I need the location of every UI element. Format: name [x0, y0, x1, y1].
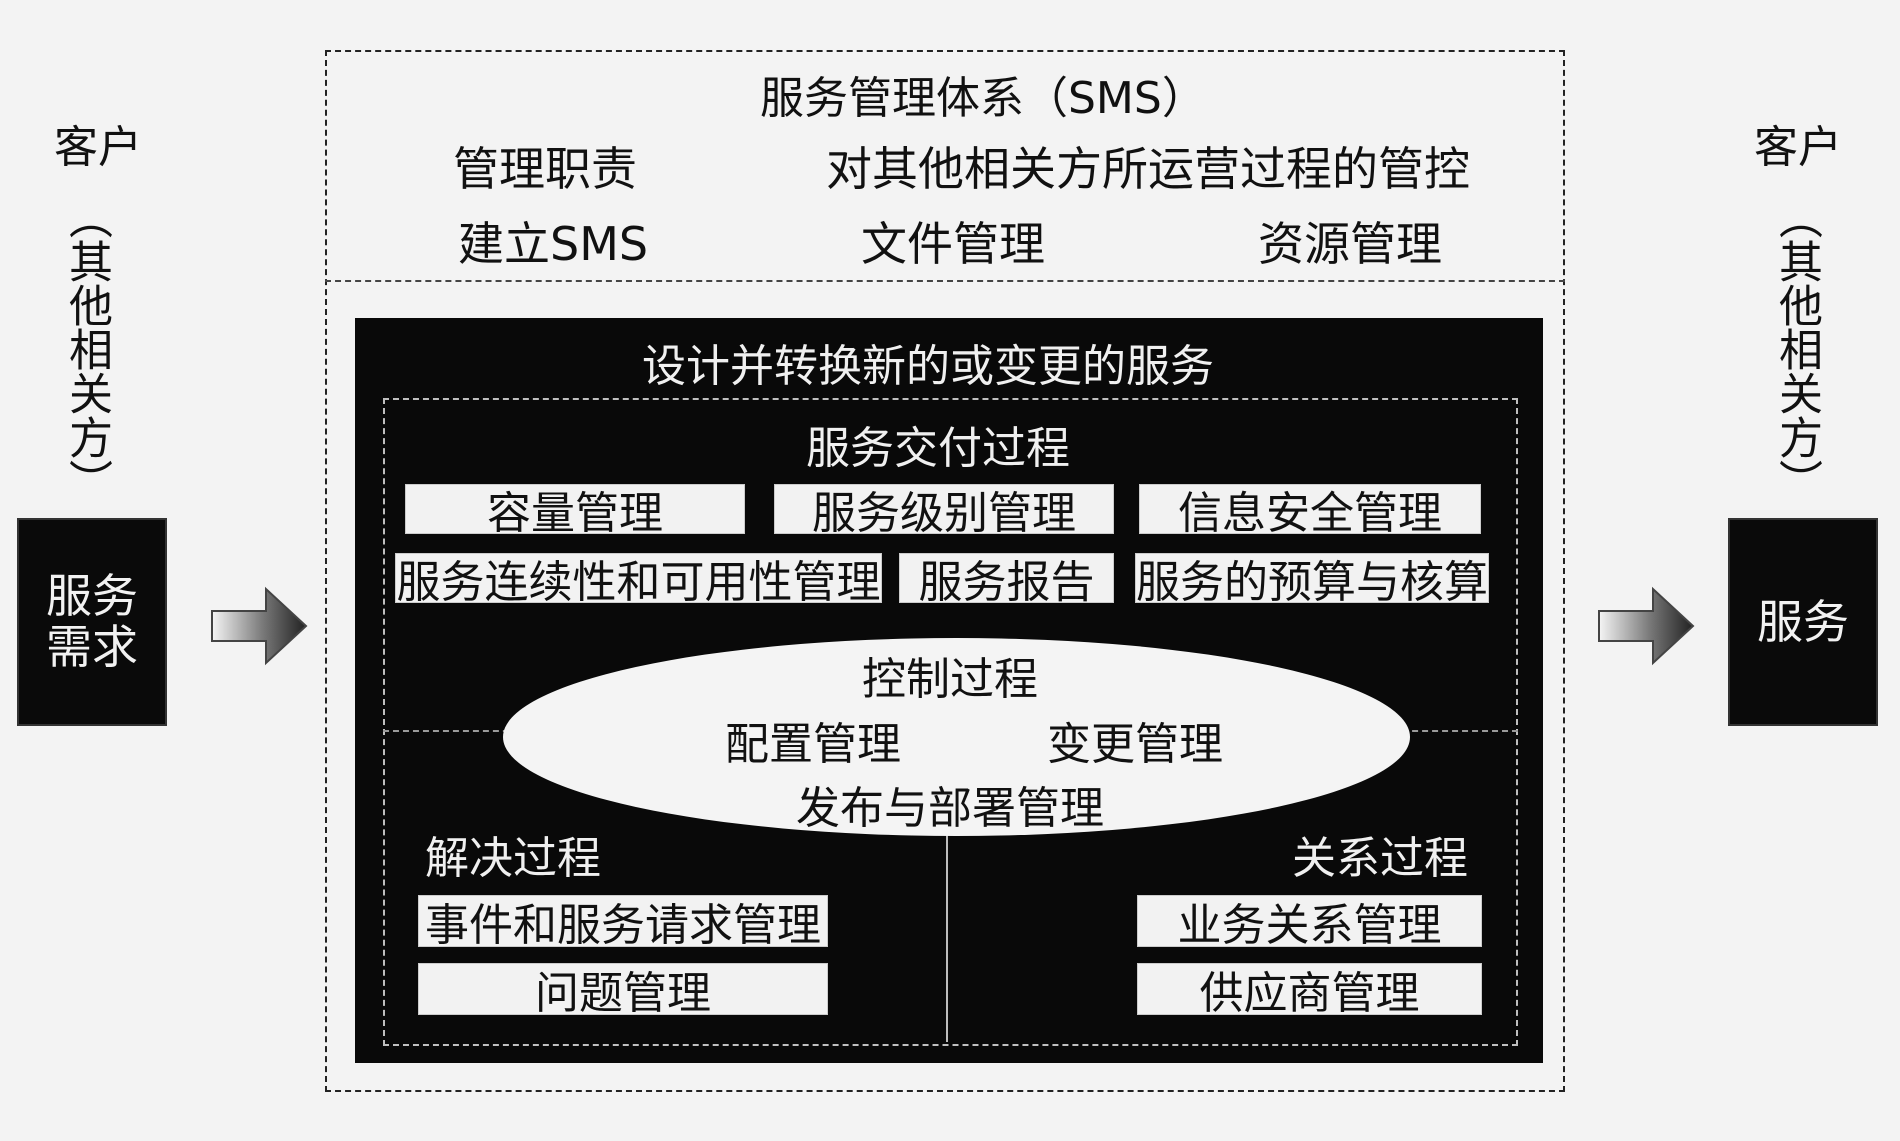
output-arrow-icon: [1598, 586, 1695, 666]
sms-frame: [325, 50, 1565, 1092]
service-reporting: 服务报告: [899, 553, 1114, 603]
service-demand-box: 服务需求: [17, 518, 167, 726]
capacity-management: 容量管理: [405, 484, 745, 534]
documentation-management: 文件管理: [861, 217, 1045, 271]
management-responsibility: 管理职责: [453, 142, 637, 196]
service-delivery-title: 服务交付过程: [806, 423, 1070, 474]
left-client-title: 客户: [54, 122, 142, 173]
sms-divider: [325, 280, 1565, 282]
release-deployment-management: 发布与部署管理: [796, 783, 1104, 834]
control-process-ellipse: [503, 638, 1410, 836]
business-relationship-management: 业务关系管理: [1137, 895, 1482, 947]
delivery-boundary: [383, 398, 1518, 1046]
configuration-management: 配置管理: [725, 719, 901, 770]
right-client-subtitle: （其他相关方）: [1771, 195, 1822, 503]
sms-title: 服务管理体系（SMS）: [760, 73, 1206, 124]
design-transition-title: 设计并转换新的或变更的服务: [642, 341, 1214, 392]
governance-of-third-party-processes: 对其他相关方所运营过程的管控: [826, 142, 1470, 196]
continuity-availability-management: 服务连续性和可用性管理: [395, 553, 882, 603]
resolution-process-title: 解决过程: [425, 833, 601, 884]
change-management: 变更管理: [1047, 719, 1223, 770]
right-client-title: 客户: [1754, 122, 1842, 173]
service-output-box: 服务: [1728, 518, 1878, 726]
service-demand-label: 服务需求: [46, 569, 138, 674]
service-level-management: 服务级别管理: [774, 484, 1114, 534]
problem-management: 问题管理: [418, 963, 828, 1015]
resource-management: 资源管理: [1258, 217, 1442, 271]
information-security-management: 信息安全管理: [1139, 484, 1481, 534]
input-arrow-icon: [211, 586, 308, 666]
budgeting-accounting: 服务的预算与核算: [1135, 553, 1489, 603]
service-output-label: 服务: [1757, 594, 1849, 649]
relationship-process-title: 关系过程: [1292, 833, 1468, 884]
resolution-relationship-divider: [946, 820, 948, 1042]
supplier-management: 供应商管理: [1137, 963, 1482, 1015]
establish-sms: 建立SMS: [458, 217, 649, 271]
left-client-subtitle: （其他相关方）: [61, 195, 112, 503]
control-process-title: 控制过程: [862, 654, 1038, 705]
incident-request-management: 事件和服务请求管理: [418, 895, 828, 947]
